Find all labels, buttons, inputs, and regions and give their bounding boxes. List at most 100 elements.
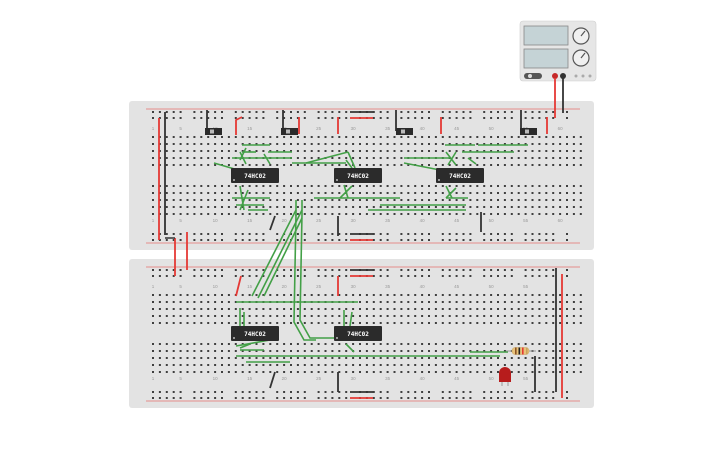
terminal-hole[interactable] bbox=[262, 185, 265, 187]
terminal-hole[interactable] bbox=[262, 164, 265, 166]
rail-hole[interactable] bbox=[248, 397, 251, 399]
rail-hole[interactable] bbox=[165, 117, 168, 119]
rail-hole[interactable] bbox=[428, 397, 430, 399]
terminal-hole[interactable] bbox=[414, 315, 417, 317]
terminal-hole[interactable] bbox=[310, 206, 313, 208]
rail-hole[interactable] bbox=[234, 233, 237, 235]
terminal-hole[interactable] bbox=[324, 192, 327, 194]
terminal-hole[interactable] bbox=[414, 371, 417, 373]
terminal-hole[interactable] bbox=[248, 136, 251, 138]
terminal-hole[interactable] bbox=[503, 192, 506, 194]
terminal-hole[interactable] bbox=[559, 350, 562, 352]
terminal-hole[interactable] bbox=[152, 308, 154, 310]
terminal-hole[interactable] bbox=[227, 301, 230, 303]
terminal-hole[interactable] bbox=[310, 157, 313, 159]
terminal-hole[interactable] bbox=[379, 164, 382, 166]
terminal-hole[interactable] bbox=[455, 322, 458, 324]
terminal-hole[interactable] bbox=[476, 150, 479, 152]
terminal-hole[interactable] bbox=[462, 364, 465, 366]
terminal-hole[interactable] bbox=[172, 371, 175, 373]
terminal-hole[interactable] bbox=[428, 350, 430, 352]
terminal-hole[interactable] bbox=[552, 350, 555, 352]
terminal-hole[interactable] bbox=[483, 185, 486, 187]
terminal-hole[interactable] bbox=[283, 213, 286, 215]
terminal-hole[interactable] bbox=[338, 206, 341, 208]
rail-hole[interactable] bbox=[172, 117, 175, 119]
rail-hole[interactable] bbox=[483, 269, 486, 271]
terminal-hole[interactable] bbox=[448, 213, 451, 215]
terminal-hole[interactable] bbox=[407, 164, 410, 166]
rail-hole[interactable] bbox=[552, 239, 555, 241]
rail-hole[interactable] bbox=[324, 239, 327, 241]
terminal-hole[interactable] bbox=[503, 357, 506, 359]
rail-hole[interactable] bbox=[448, 391, 451, 393]
terminal-hole[interactable] bbox=[517, 213, 520, 215]
terminal-hole[interactable] bbox=[214, 199, 217, 201]
terminal-hole[interactable] bbox=[359, 164, 361, 166]
terminal-hole[interactable] bbox=[386, 364, 389, 366]
terminal-hole[interactable] bbox=[552, 143, 555, 145]
terminal-hole[interactable] bbox=[455, 315, 458, 317]
terminal-hole[interactable] bbox=[221, 371, 223, 373]
terminal-hole[interactable] bbox=[338, 136, 341, 138]
terminal-hole[interactable] bbox=[566, 206, 568, 208]
terminal-hole[interactable] bbox=[469, 192, 472, 194]
terminal-hole[interactable] bbox=[310, 199, 313, 201]
terminal-hole[interactable] bbox=[400, 164, 403, 166]
rail-hole[interactable] bbox=[400, 233, 403, 235]
rail-hole[interactable] bbox=[172, 397, 175, 399]
rail-hole[interactable] bbox=[276, 233, 279, 235]
terminal-hole[interactable] bbox=[462, 371, 465, 373]
terminal-hole[interactable] bbox=[262, 364, 265, 366]
rail-hole[interactable] bbox=[296, 397, 299, 399]
terminal-hole[interactable] bbox=[545, 294, 548, 296]
rail-hole[interactable] bbox=[193, 391, 196, 393]
terminal-hole[interactable] bbox=[579, 213, 582, 215]
terminal-hole[interactable] bbox=[221, 199, 223, 201]
terminal-hole[interactable] bbox=[255, 199, 258, 201]
rail-hole[interactable] bbox=[262, 111, 265, 113]
terminal-hole[interactable] bbox=[338, 350, 341, 352]
terminal-hole[interactable] bbox=[407, 357, 410, 359]
terminal-hole[interactable] bbox=[179, 143, 182, 145]
terminal-hole[interactable] bbox=[365, 308, 368, 310]
terminal-hole[interactable] bbox=[331, 315, 334, 317]
terminal-hole[interactable] bbox=[434, 213, 437, 215]
terminal-hole[interactable] bbox=[407, 150, 410, 152]
terminal-hole[interactable] bbox=[324, 315, 327, 317]
terminal-hole[interactable] bbox=[296, 157, 299, 159]
terminal-hole[interactable] bbox=[400, 199, 403, 201]
terminal-hole[interactable] bbox=[338, 315, 341, 317]
terminal-hole[interactable] bbox=[172, 357, 175, 359]
rail-hole[interactable] bbox=[407, 111, 410, 113]
terminal-hole[interactable] bbox=[441, 357, 444, 359]
rail-hole[interactable] bbox=[414, 269, 417, 271]
terminal-hole[interactable] bbox=[234, 301, 237, 303]
terminal-hole[interactable] bbox=[455, 308, 458, 310]
terminal-hole[interactable] bbox=[407, 315, 410, 317]
terminal-hole[interactable] bbox=[262, 343, 265, 345]
terminal-hole[interactable] bbox=[310, 164, 313, 166]
terminal-hole[interactable] bbox=[469, 157, 472, 159]
terminal-hole[interactable] bbox=[579, 185, 582, 187]
terminal-hole[interactable] bbox=[365, 343, 368, 345]
terminal-hole[interactable] bbox=[448, 350, 451, 352]
terminal-hole[interactable] bbox=[214, 164, 217, 166]
terminal-hole[interactable] bbox=[303, 143, 306, 145]
terminal-hole[interactable] bbox=[165, 350, 168, 352]
rail-hole[interactable] bbox=[324, 391, 327, 393]
terminal-hole[interactable] bbox=[338, 185, 341, 187]
terminal-hole[interactable] bbox=[365, 206, 368, 208]
terminal-hole[interactable] bbox=[400, 350, 403, 352]
rail-hole[interactable] bbox=[462, 117, 465, 119]
rail-hole[interactable] bbox=[372, 233, 375, 235]
rail-hole[interactable] bbox=[386, 269, 389, 271]
terminal-hole[interactable] bbox=[393, 206, 396, 208]
terminal-hole[interactable] bbox=[503, 150, 506, 152]
rail-hole[interactable] bbox=[248, 233, 251, 235]
terminal-hole[interactable] bbox=[331, 136, 334, 138]
rail-hole[interactable] bbox=[462, 269, 465, 271]
rail-hole[interactable] bbox=[524, 117, 527, 119]
rail-hole[interactable] bbox=[400, 391, 403, 393]
terminal-hole[interactable] bbox=[483, 136, 486, 138]
